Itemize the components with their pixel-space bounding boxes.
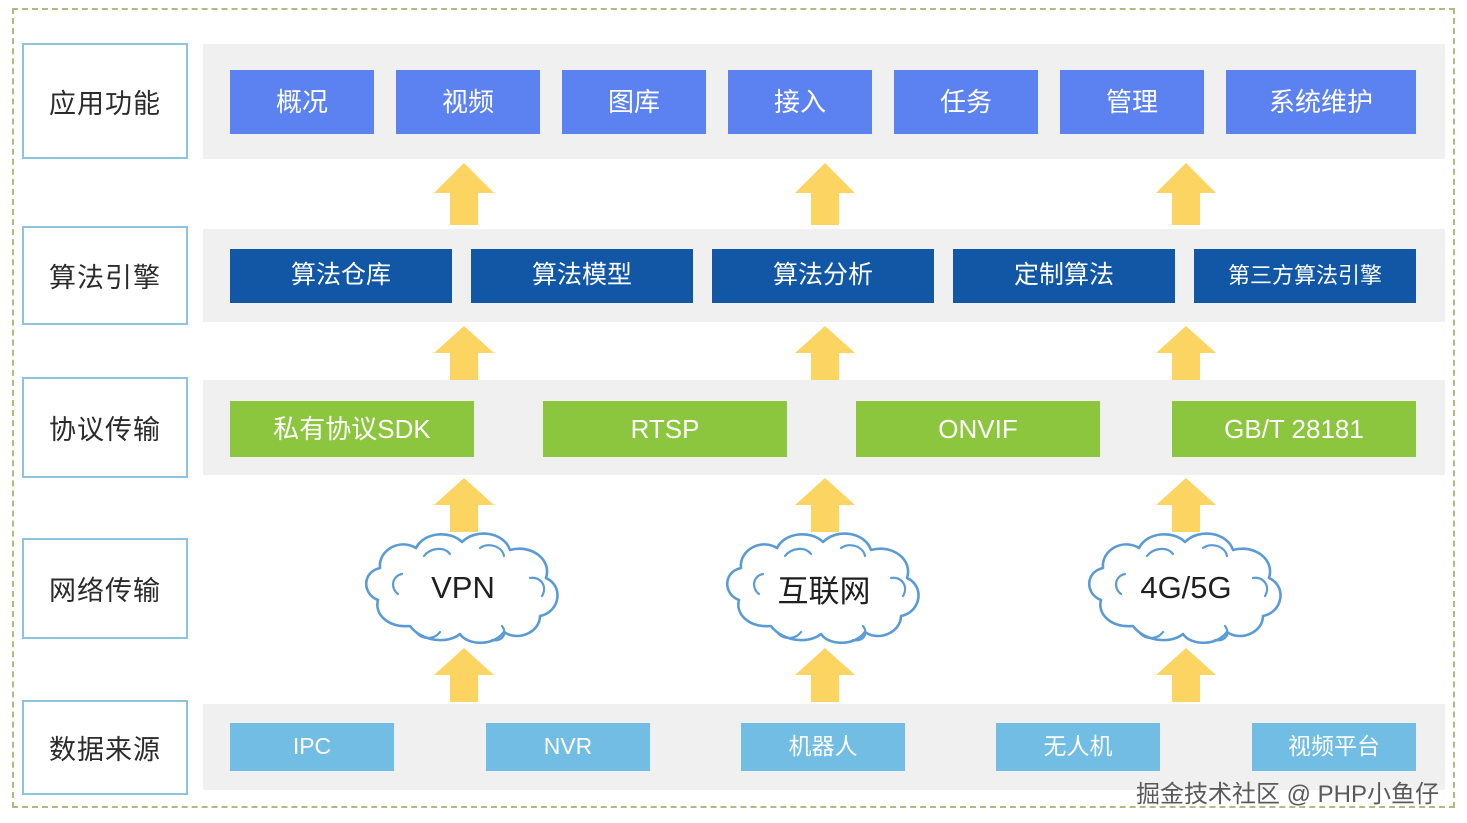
chip-label: 机器人 — [788, 733, 858, 760]
arrow-protocol-to-engine-3 — [1156, 326, 1216, 380]
chip-application-guanli[interactable]: 管理 — [1060, 70, 1204, 134]
chip-application-shipin[interactable]: 视频 — [396, 70, 540, 134]
arrow-source-to-network-1 — [434, 648, 494, 702]
chip-engine-suanfafenxi[interactable]: 算法分析 — [712, 249, 934, 303]
chip-protocol-gbt28181[interactable]: GB/T 28181 — [1172, 401, 1416, 457]
chip-source-drone[interactable]: 无人机 — [996, 723, 1160, 771]
chip-label: 任务 — [939, 86, 992, 117]
chip-label: 算法模型 — [531, 261, 632, 290]
chip-application-renwu[interactable]: 任务 — [894, 70, 1038, 134]
arrow-source-to-network-2 — [795, 648, 855, 702]
chip-engine-suanfamoxing[interactable]: 算法模型 — [471, 249, 693, 303]
chip-engine-disanfangsuanfayinqing[interactable]: 第三方算法引擎 — [1194, 249, 1416, 303]
chip-label: 管理 — [1105, 86, 1158, 117]
chip-protocol-rtsp[interactable]: RTSP — [543, 401, 787, 457]
cloud-label: 互联网 — [777, 573, 871, 609]
chip-source-nvr[interactable]: NVR — [486, 723, 650, 771]
arrow-engine-to-application-2 — [795, 163, 855, 225]
chip-label: 私有协议SDK — [273, 413, 431, 444]
cloud-label: 4G/5G — [1140, 570, 1232, 605]
chip-source-robot[interactable]: 机器人 — [741, 723, 905, 771]
row-label-data-source: 数据来源 — [22, 700, 188, 795]
row-label-protocol-transmission: 协议传输 — [22, 377, 188, 478]
chip-label: 概况 — [275, 86, 328, 117]
chip-source-ipc[interactable]: IPC — [230, 723, 394, 771]
chip-label: GB/T 28181 — [1224, 413, 1364, 444]
cloud-vpn[interactable]: VPN — [352, 528, 574, 648]
chip-label: 定制算法 — [1013, 261, 1114, 290]
row-label-network-transmission: 网络传输 — [22, 538, 188, 639]
row-label-text: 数据来源 — [49, 735, 161, 765]
chip-label: 视频 — [441, 86, 494, 117]
chip-label: 系统维护 — [1268, 86, 1373, 117]
cloud-label: VPN — [431, 570, 495, 605]
arrow-engine-to-application-3 — [1156, 163, 1216, 225]
chip-label: NVR — [543, 733, 593, 760]
cloud-internet[interactable]: 互联网 — [713, 528, 935, 648]
chip-engine-suanfacangku[interactable]: 算法仓库 — [230, 249, 452, 303]
watermark-text: 掘金技术社区 @ PHP小鱼仔 — [1135, 781, 1439, 808]
arrow-engine-to-application-1 — [434, 163, 494, 225]
chip-label: 无人机 — [1043, 733, 1113, 760]
chip-label: 图库 — [607, 86, 660, 117]
chip-application-xitongweihu[interactable]: 系统维护 — [1226, 70, 1416, 134]
arrow-source-to-network-3 — [1156, 648, 1216, 702]
arrow-network-to-protocol-1 — [434, 478, 494, 532]
chip-application-tuku[interactable]: 图库 — [562, 70, 706, 134]
row-label-text: 应用功能 — [49, 88, 161, 119]
arrow-network-to-protocol-2 — [795, 478, 855, 532]
chip-application-gaikuang[interactable]: 概况 — [230, 70, 374, 134]
chip-source-video-platform[interactable]: 视频平台 — [1252, 723, 1416, 771]
cloud-4g-5g[interactable]: 4G/5G — [1075, 528, 1297, 648]
chip-application-jieru[interactable]: 接入 — [728, 70, 872, 134]
chip-label: 第三方算法引擎 — [1227, 262, 1382, 288]
chip-label: 算法仓库 — [290, 261, 391, 290]
chip-label: ONVIF — [938, 413, 1018, 444]
arrow-network-to-protocol-3 — [1156, 478, 1216, 532]
row-label-text: 算法引擎 — [49, 263, 161, 293]
chip-engine-dingzhisuanfa[interactable]: 定制算法 — [953, 249, 1175, 303]
chip-label: RTSP — [630, 413, 700, 444]
chip-label: IPC — [292, 733, 332, 760]
row-label-algorithm-engine: 算法引擎 — [22, 226, 188, 325]
row-label-application: 应用功能 — [22, 43, 188, 159]
arrow-protocol-to-engine-2 — [795, 326, 855, 380]
chip-label: 算法分析 — [772, 261, 873, 290]
row-label-text: 网络传输 — [49, 576, 161, 606]
chip-protocol-onvif[interactable]: ONVIF — [856, 401, 1100, 457]
chip-label: 接入 — [773, 86, 826, 117]
chip-protocol-private-sdk[interactable]: 私有协议SDK — [230, 401, 474, 457]
row-label-text: 协议传输 — [49, 415, 161, 445]
arrow-protocol-to-engine-1 — [434, 326, 494, 380]
chip-label: 视频平台 — [1288, 733, 1380, 760]
